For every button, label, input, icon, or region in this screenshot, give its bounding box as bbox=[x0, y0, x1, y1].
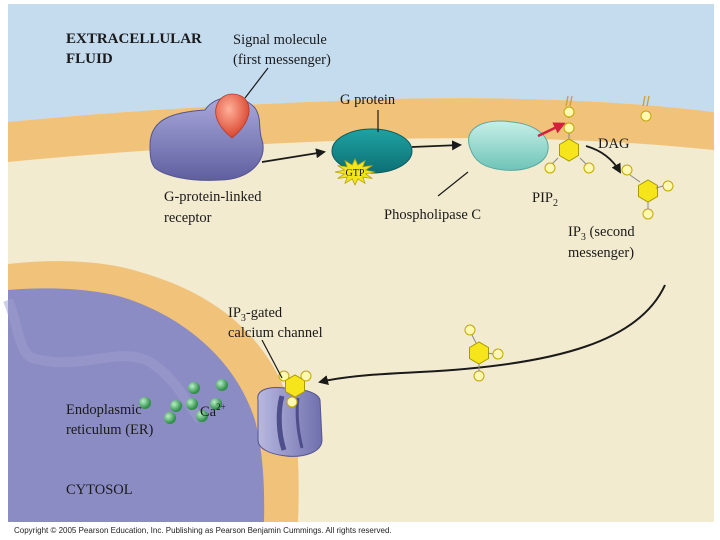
extracellular-label-line2: FLUID bbox=[66, 51, 113, 67]
calcium-ion bbox=[164, 412, 176, 424]
signal-molecule-label-line1: Signal molecule bbox=[233, 32, 327, 48]
ip3-gated-calcium-channel bbox=[257, 370, 323, 457]
copyright-notice: Copyright © 2005 Pearson Education, Inc.… bbox=[14, 526, 392, 535]
calcium-ion bbox=[216, 379, 228, 391]
calcium-ion bbox=[139, 397, 151, 409]
extracellular-region bbox=[8, 4, 714, 122]
phospholipase-c bbox=[468, 120, 549, 171]
receptor-to-g-protein-arrow bbox=[261, 148, 326, 163]
channel-label-line1: IP3-gated bbox=[228, 305, 283, 324]
phospholipase-c-label: Phospholipase C bbox=[384, 207, 481, 223]
calcium-ion bbox=[186, 398, 198, 410]
calcium-ion bbox=[196, 410, 208, 422]
dag-molecule bbox=[640, 95, 652, 122]
channel-label-line2: calcium channel bbox=[228, 325, 323, 341]
pip2-label: PIP2 bbox=[532, 190, 558, 209]
ip3-label-line2: messenger) bbox=[568, 245, 634, 261]
plc-leader-line bbox=[437, 171, 469, 197]
cytosol-label: CYTOSOL bbox=[66, 482, 133, 498]
g-protein-to-plc-arrow bbox=[411, 140, 462, 151]
cleavage-arrow bbox=[585, 145, 621, 174]
ip3-diffusion-arrow bbox=[318, 284, 666, 385]
calcium-label: Ca2+ bbox=[200, 402, 226, 420]
receptor-label-line2: receptor bbox=[164, 210, 212, 226]
pip2-molecule bbox=[544, 95, 595, 174]
er-label-line1: Endoplasmic bbox=[66, 402, 142, 418]
receptor-label-line1: G-protein-linked bbox=[164, 189, 262, 205]
ip3-molecule-released bbox=[621, 164, 674, 220]
g-protein-label: G protein bbox=[340, 92, 396, 108]
dag-label: DAG bbox=[598, 136, 630, 152]
channel-leader-line bbox=[261, 339, 283, 379]
gtp-burst: GTP bbox=[334, 158, 376, 186]
ip3-label-line1: IP3 (second bbox=[568, 224, 635, 243]
ip3-molecule-cytosol bbox=[464, 324, 504, 382]
er-label-line2: reticulum (ER) bbox=[66, 422, 154, 438]
endoplasmic-reticulum bbox=[3, 261, 299, 522]
signal-leader-line bbox=[244, 67, 269, 99]
signal-molecule bbox=[215, 93, 250, 139]
gtp-label: GTP bbox=[346, 168, 365, 179]
calcium-ion bbox=[188, 382, 200, 394]
plc-cleaves-pip2-arrow bbox=[537, 122, 566, 138]
calcium-ion bbox=[210, 398, 222, 410]
extracellular-label-line1: EXTRACELLULAR bbox=[66, 31, 202, 47]
calcium-ion bbox=[170, 400, 182, 412]
signal-molecule-label-line2: (first messenger) bbox=[233, 52, 331, 68]
calcium-ions bbox=[139, 379, 228, 424]
